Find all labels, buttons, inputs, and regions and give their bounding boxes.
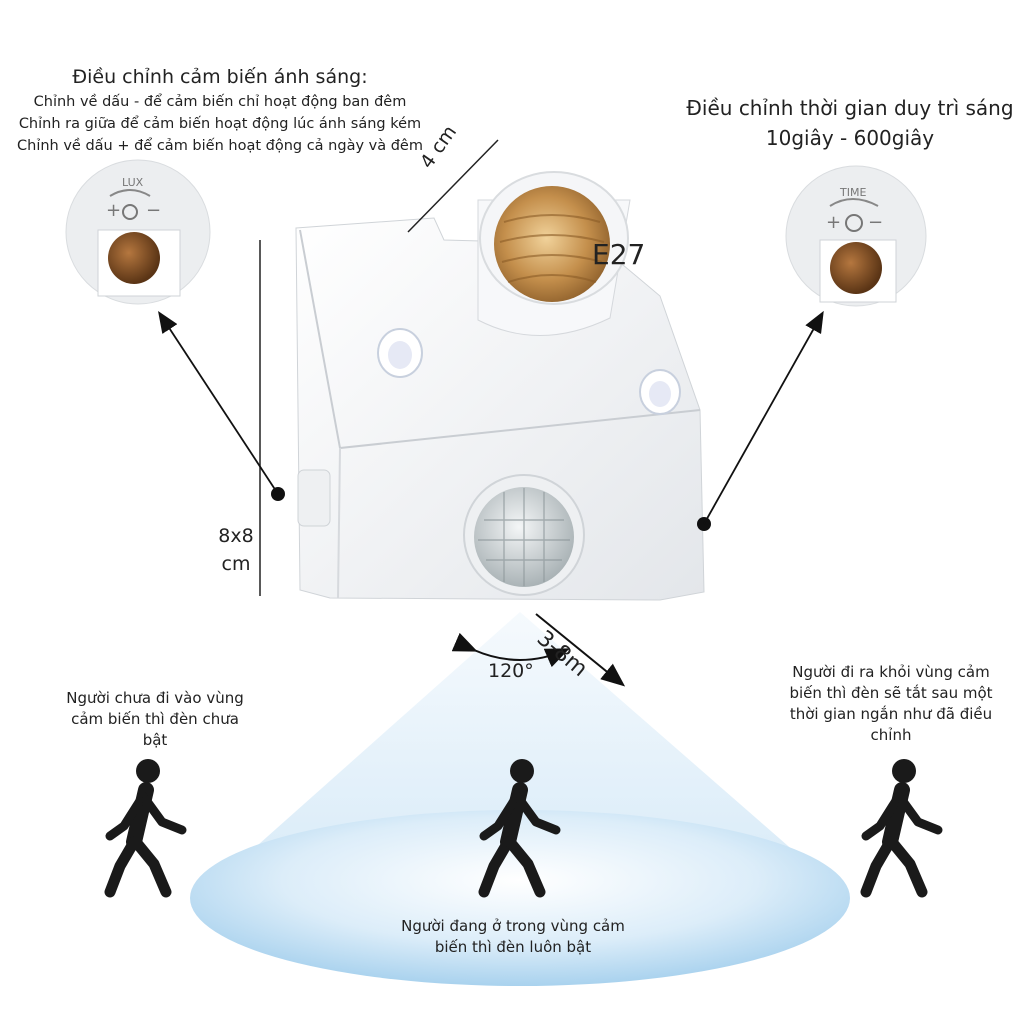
e27-socket [477,171,631,336]
time-adjust-range: 10giây - 600giây [765,126,935,150]
lux-adjust-title: Điều chỉnh cảm biến ánh sáng: [72,66,368,88]
time-adjust-title: Điều chỉnh thời gian duy trì sáng [686,96,1014,120]
lux-adjust-line-3: Chỉnh về dấu + để cảm biến hoạt động cả … [17,138,423,154]
time-pointer-arrow [703,310,824,525]
lux-dial-zoom: + − [65,159,211,305]
walking-person-left [104,759,187,898]
pir-lens [463,474,585,596]
time-dial-label: TIME [839,186,866,199]
lux-dial-label: LUX [122,176,144,189]
depth-dimension-line [407,139,499,233]
angle-arc [451,632,570,668]
caption-in-zone: Người đang ở trong vùng cảm biến thì đèn… [401,917,625,956]
walking-person-right [860,759,943,898]
sensor-device [295,171,705,601]
socket-label: E27 [592,238,646,271]
side-lux-dial [297,469,331,527]
svg-text:−: − [146,200,161,221]
svg-text:+: + [826,212,841,233]
caption-left-zone: Người đi ra khỏi vùng cảm biến thì đèn s… [789,663,993,744]
size-dimension-label: 8x8 cm [218,525,254,575]
caption-not-in-zone: Người chưa đi vào vùng cảm biến thì đèn … [66,689,244,749]
lux-adjust-line-1: Chỉnh về dấu - để cảm biến chỉ hoạt động… [33,94,407,110]
svg-text:+: + [106,200,121,221]
svg-text:−: − [868,212,883,233]
range-arrow [535,613,626,687]
lux-pointer-arrow [158,310,279,495]
walking-person-center [478,759,561,898]
time-dial-zoom: + − [785,165,927,307]
angle-label: 120° [488,660,534,682]
detection-zone [190,612,850,986]
lux-adjust-line-2: Chỉnh ra giữa để cảm biến hoạt động lúc … [18,116,422,132]
